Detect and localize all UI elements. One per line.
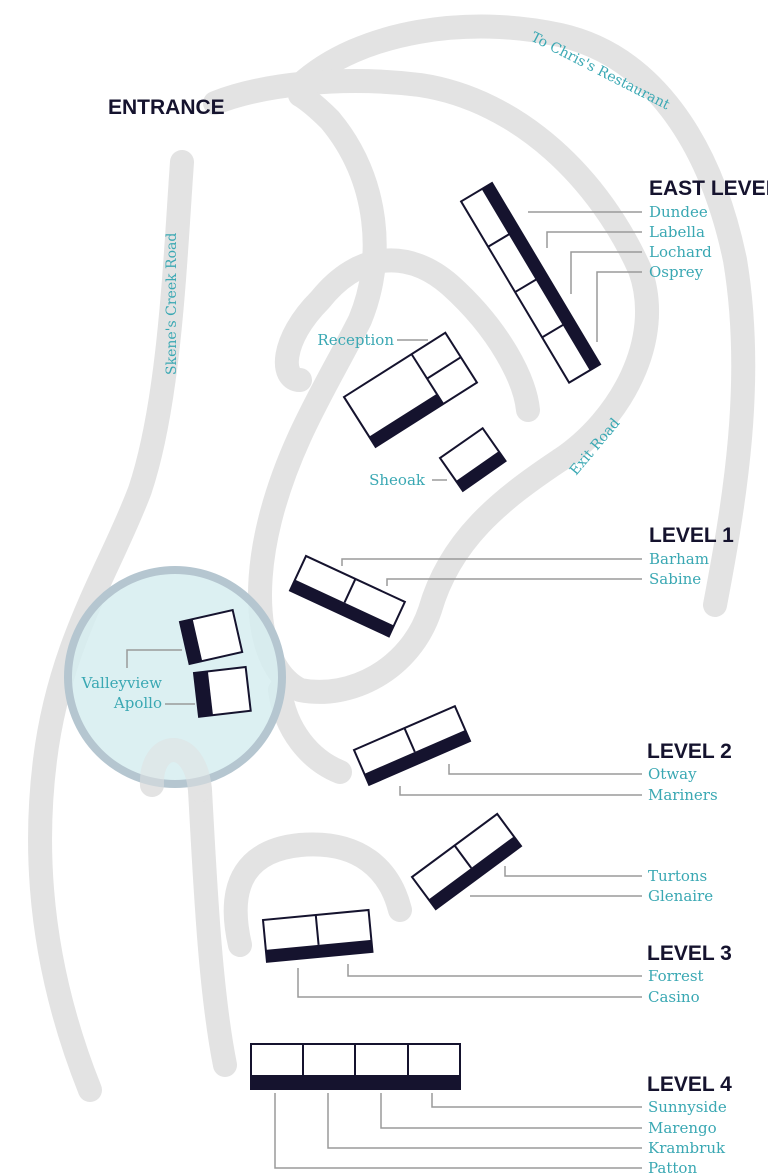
road-entrance	[203, 69, 660, 472]
label-otway[interactable]: Otway	[648, 765, 697, 783]
label-marengo[interactable]: Marengo	[648, 1119, 717, 1137]
label-lochard[interactable]: Lochard	[649, 243, 712, 261]
heading-level4: LEVEL 4	[647, 1073, 732, 1096]
building-level1[interactable]	[288, 554, 407, 638]
label-osprey[interactable]: Osprey	[649, 263, 704, 281]
building-level2-a[interactable]	[352, 704, 472, 787]
building-level3[interactable]	[261, 908, 374, 963]
label-forrest[interactable]: Forrest	[648, 967, 704, 985]
label-sabine[interactable]: Sabine	[649, 570, 701, 588]
building-east-level[interactable]	[459, 181, 602, 385]
building-sheoak[interactable]	[438, 426, 507, 493]
heading-level3: LEVEL 3	[647, 942, 732, 965]
entrance-label: ENTRANCE	[108, 96, 225, 119]
heading-level2: LEVEL 2	[647, 740, 732, 763]
building-apollo[interactable]	[192, 665, 252, 718]
heading-east-level: EAST LEVEL	[649, 177, 768, 200]
building-valleyview[interactable]	[178, 608, 244, 666]
label-mariners[interactable]: Mariners	[648, 786, 718, 804]
building-level4[interactable]	[250, 1043, 461, 1090]
building-level2-b[interactable]	[410, 812, 523, 911]
leader-lines	[126, 211, 642, 1169]
label-glenaire[interactable]: Glenaire	[648, 887, 713, 905]
label-casino[interactable]: Casino	[648, 988, 700, 1006]
road-lower-loop-top	[140, 738, 212, 802]
label-turtons[interactable]: Turtons	[648, 867, 707, 885]
road-to-chris-restaurant	[288, 14, 756, 617]
road-level3	[223, 832, 412, 957]
label-apollo[interactable]: Apollo	[113, 694, 162, 712]
road-exit	[248, 83, 572, 704]
label-dundee[interactable]: Dundee	[649, 203, 708, 221]
label-barham[interactable]: Barham	[649, 550, 709, 568]
road-reception-loop	[275, 248, 540, 422]
buildings	[178, 181, 602, 1090]
label-reception[interactable]: Reception	[317, 331, 394, 349]
label-sheoak[interactable]: Sheoak	[369, 471, 426, 489]
road-lower-loop	[140, 738, 237, 1077]
label-patton[interactable]: Patton	[648, 1159, 697, 1175]
building-reception[interactable]	[342, 331, 479, 449]
label-valleyview[interactable]: Valleyview	[81, 674, 162, 692]
label-labella[interactable]: Labella	[649, 223, 705, 241]
label-krambruk[interactable]: Krambruk	[648, 1139, 726, 1157]
heading-level1: LEVEL 1	[649, 524, 734, 547]
label-sunnyside[interactable]: Sunnyside	[648, 1098, 727, 1116]
road-label-skenes: Skene's Creek Road	[164, 233, 180, 375]
